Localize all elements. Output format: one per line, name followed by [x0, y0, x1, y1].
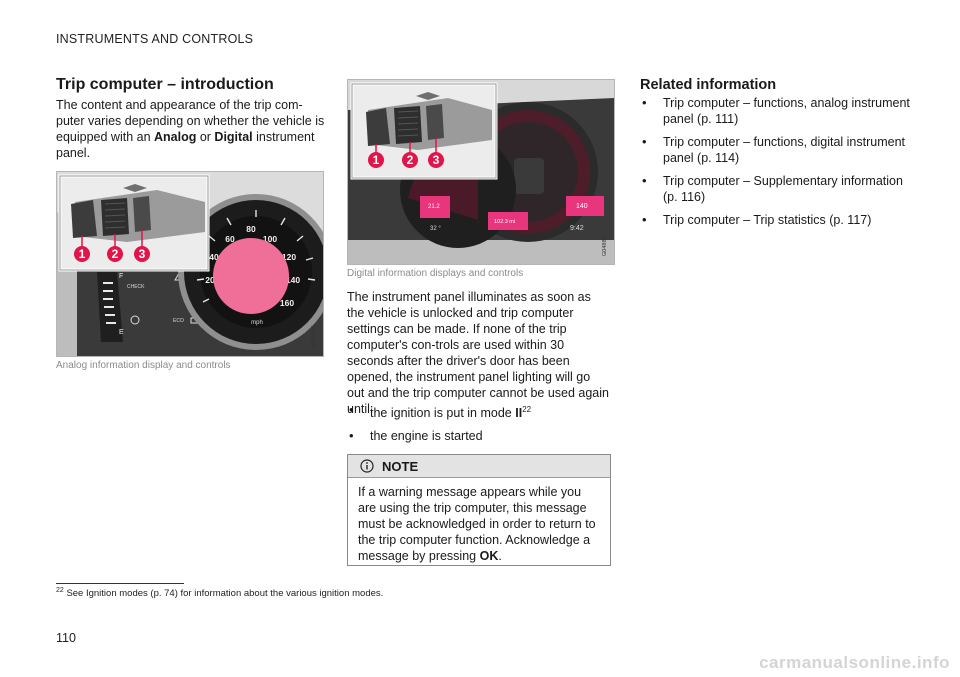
- speed-tick-label: 80: [246, 224, 256, 234]
- speed-tick-label: 160: [280, 298, 294, 308]
- ok-key: OK: [479, 549, 499, 563]
- fuel-gauge: F E: [97, 272, 124, 342]
- readout-clock: 9:42: [570, 225, 584, 232]
- intro-analog-term: Analog: [154, 130, 197, 144]
- figure-code: G048865: [311, 325, 317, 348]
- speed-tick-label: 120: [282, 252, 296, 262]
- footnote-number: 22: [56, 587, 64, 594]
- callout-1: 1: [373, 153, 380, 167]
- speed-tick-label: 20: [205, 275, 215, 285]
- speedometer: 20 40 60 80 100 120 140 160 mph: [178, 194, 323, 350]
- related-info: Trip computer – functions, analog instru…: [640, 95, 910, 235]
- condition-list: the ignition is put in mode II22 the eng…: [347, 402, 609, 451]
- digital-figure-caption: Digital information displays and control…: [347, 268, 524, 279]
- list-item: the ignition is put in mode II22: [347, 402, 609, 421]
- watermark: carmanualsonline.info: [759, 653, 950, 672]
- digital-instrument-figure: 21.2 32 ° 102.3 mi 140 9:42 G048807: [347, 79, 615, 265]
- intro-digital-term: Digital: [214, 130, 253, 144]
- related-link-functions-digital[interactable]: Trip computer – functions, digital instr…: [640, 134, 910, 166]
- list-item: the engine is started: [347, 428, 609, 444]
- analog-figure-caption: Analog information display and controls: [56, 360, 231, 371]
- note-header: NOTE: [348, 455, 610, 478]
- trip-display-highlight: [213, 238, 289, 314]
- speed-tick-label: 140: [286, 275, 300, 285]
- fuel-full-label: F: [119, 273, 123, 280]
- readout-temp: 32 °: [430, 226, 441, 232]
- callout-2: 2: [112, 247, 119, 261]
- footnote: 22 See Ignition modes (p. 74) for inform…: [56, 587, 383, 599]
- intro-paragraph: The content and appearance of the trip c…: [56, 98, 325, 160]
- digital-readouts: 21.2 32 ° 102.3 mi 140 9:42: [420, 196, 604, 232]
- analog-instrument-figure: F E CHECK ECO: [56, 171, 324, 357]
- callout-3: 3: [433, 153, 440, 167]
- speed-tick-label: 60: [225, 234, 235, 244]
- info-icon: [360, 459, 374, 473]
- fuel-empty-label: E: [119, 329, 124, 336]
- figure-code: G048807: [602, 233, 608, 256]
- note-label: NOTE: [382, 458, 419, 474]
- note-text: If a warning message appears while you a…: [358, 485, 596, 563]
- related-link-supplementary[interactable]: Trip computer – Supplementary informatio…: [640, 173, 910, 205]
- callout-1: 1: [79, 247, 86, 261]
- article-title: Trip computer – introduction: [56, 76, 274, 93]
- related-link-trip-statistics[interactable]: Trip computer – Trip statistics (p. 117): [640, 212, 910, 228]
- readout-speed: 140: [576, 203, 588, 210]
- readout-trip: 21.2: [428, 204, 440, 210]
- brake-warning-icon: [130, 315, 140, 325]
- light-icon: [416, 92, 440, 100]
- related-links: Trip computer – functions, analog instru…: [640, 95, 910, 228]
- body-paragraph: The instrument panel illuminates as soon…: [347, 290, 609, 416]
- page-number: 110: [56, 631, 76, 645]
- footnote-divider: [56, 583, 184, 584]
- ignition-mode: II: [515, 406, 523, 421]
- footnote-text: See Ignition modes (p. 74) for informati…: [66, 588, 384, 600]
- footnote-ref[interactable]: 22: [522, 405, 532, 414]
- related-info-title: Related information: [640, 77, 777, 93]
- callout-2: 2: [407, 153, 414, 167]
- light-icon: [123, 184, 147, 192]
- control-stalk-inset: 1 2 3: [350, 82, 498, 180]
- section-header: INSTRUMENTS AND CONTROLS: [56, 32, 254, 46]
- note-box: NOTE If a warning message appears while …: [347, 454, 611, 566]
- speed-tick-label: 40: [209, 252, 219, 262]
- eco-label: ECO: [173, 318, 184, 324]
- check-label: CHECK: [127, 284, 145, 290]
- callout-3: 3: [139, 247, 146, 261]
- related-link-functions-analog[interactable]: Trip computer – functions, analog instru…: [640, 95, 910, 127]
- speed-unit-label: mph: [251, 320, 263, 326]
- speed-tick-label: 100: [263, 234, 277, 244]
- control-stalk-inset: 1 2 3: [58, 174, 210, 272]
- readout-distance: 102.3 mi: [494, 219, 515, 225]
